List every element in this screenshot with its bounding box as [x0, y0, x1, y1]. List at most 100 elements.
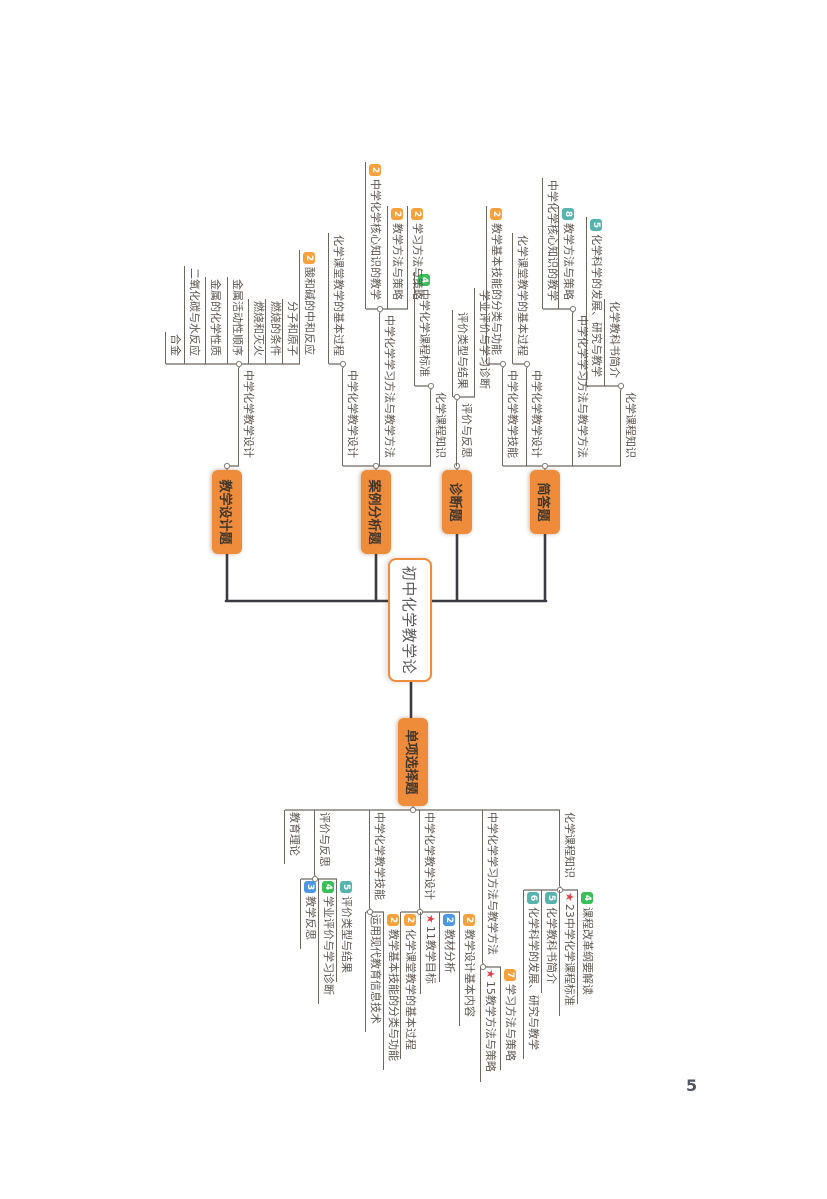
leaf-node-label: 教学基本技能的分类与功能	[387, 929, 400, 1061]
leaf-node[interactable]: 5评价类型与结果	[336, 879, 353, 982]
branch-node-label: 评价与反思	[460, 403, 473, 458]
leaf-node-label: 燃烧的条件	[269, 301, 282, 356]
branch-node[interactable]: 中学化学教学技能	[369, 810, 386, 908]
count-badge: 5	[340, 881, 352, 893]
leaf-node[interactable]: 2 教学方法与策略	[387, 206, 404, 309]
leaf-node-label: 教学方法与策略	[391, 223, 404, 300]
leaf-node[interactable]: ★11教学目标	[420, 912, 437, 994]
leaf-node-label: 学习方法与策略	[411, 223, 424, 300]
leaf-node-label: 化学科学的发展、研究与教学	[590, 234, 603, 377]
leaf-node[interactable]: 7 学习方法与策略	[500, 967, 517, 1070]
leaf-node[interactable]: 燃烧和灭火	[248, 299, 265, 364]
leaf-node[interactable]: 金属的化学性质	[205, 277, 222, 364]
leaf-node[interactable]: 合金	[165, 332, 182, 364]
branch-node[interactable]: 评价与反思	[456, 401, 473, 466]
leaf-node[interactable]: 化学教科书简介	[604, 299, 621, 386]
leaf-node[interactable]: 燃烧的条件	[265, 299, 282, 364]
leaf-node-label: 11教学目标	[424, 925, 437, 984]
leaf-node[interactable]: 5化学教科书简介	[541, 890, 558, 993]
branch-node[interactable]: 中学化学教学设计	[238, 368, 255, 466]
count-badge: 4	[581, 892, 593, 904]
star-icon: ★	[424, 914, 437, 924]
leaf-node-label: 评价类型与结果	[456, 312, 469, 389]
leaf-node[interactable]: 2化学课堂教学的基本过程	[400, 912, 417, 1059]
topic-label: 简答题	[535, 482, 551, 522]
count-badge: 2	[369, 164, 381, 176]
topic-label: 单项选择题	[403, 729, 419, 795]
leaf-node[interactable]: ★23中学化学课程标准	[559, 890, 576, 1016]
topic-node[interactable]: 诊断题	[442, 470, 472, 534]
leaf-node[interactable]: 二氧化碳与水反应	[184, 266, 201, 364]
leaf-node[interactable]: ★15教学方法与策略	[480, 967, 497, 1082]
branch-node[interactable]: 化学课程知识	[559, 810, 576, 886]
branch-node-label: 中学化学教学设计	[242, 370, 255, 458]
leaf-node[interactable]: 中学化学核心知识的教学	[542, 178, 559, 309]
count-badge: 2	[443, 914, 455, 926]
count-badge: 2	[387, 914, 399, 926]
leaf-node[interactable]: 2学习方法与策略	[407, 206, 424, 309]
branch-node[interactable]: 化学课程知识	[620, 390, 637, 466]
leaf-node-label: 教学设计基本内容	[463, 929, 476, 1017]
leaf-node[interactable]: 4学业评价与学习诊断	[318, 879, 335, 1004]
branch-node[interactable]: 中学化学学习方法与教学方法	[482, 810, 499, 963]
branch-node[interactable]: 评价与反思	[314, 810, 331, 875]
leaf-node-label: 化学课堂教学的基本过程	[516, 235, 529, 356]
branch-node-label: 中学化学学习方法与教学方法	[383, 315, 396, 458]
branch-node[interactable]: 中学化学教学设计	[342, 368, 359, 466]
branch-node[interactable]: 中学化学教学设计	[526, 368, 543, 466]
leaf-node-label: 学业评价与学习诊断	[322, 896, 335, 995]
branch-node[interactable]: 中学化学教学技能	[502, 368, 519, 466]
count-badge: 2	[391, 208, 403, 220]
topic-label: 教学设计题	[217, 479, 233, 545]
branch-node-label: 化学课程知识	[434, 392, 447, 458]
leaf-node-label: 教学反思	[304, 896, 317, 940]
count-badge: 5	[590, 219, 602, 231]
branch-node-label: 中学化学教学技能	[373, 812, 386, 900]
leaf-node-label: 二氧化碳与水反应	[188, 268, 201, 356]
count-badge: 3	[304, 881, 316, 893]
central-topic[interactable]: 初中化学教学论	[388, 558, 432, 682]
branch-node[interactable]: 化学课程知识	[430, 390, 447, 466]
branch-node[interactable]: 中学化学学习方法与教学方法	[572, 313, 589, 466]
topic-node[interactable]: 案例分析题	[361, 470, 391, 554]
count-badge: 6	[527, 892, 539, 904]
topic-node[interactable]: 单项选择题	[398, 718, 428, 806]
leaf-node[interactable]: 2酸和碱的中和反应	[299, 250, 316, 364]
leaf-node-label: 化学科学的发展、研究与教学	[527, 907, 540, 1050]
branch-node-label: 化学课程知识	[563, 812, 576, 878]
branch-node[interactable]: 中学化学教学设计	[419, 810, 436, 908]
leaf-node[interactable]: 8教学方法与策略	[558, 206, 575, 309]
leaf-node-label: 学习方法与策略	[504, 984, 517, 1061]
leaf-node[interactable]: 6 化学科学的发展、研究与教学	[523, 890, 540, 1059]
leaf-node[interactable]: 评价类型与结果	[452, 310, 469, 397]
leaf-node[interactable]: 4课程改革纲要解读	[577, 890, 594, 1004]
topic-label: 案例分析题	[366, 479, 382, 545]
leaf-node[interactable]: 2教材分析	[439, 912, 456, 982]
leaf-node[interactable]: 2中学化学核心知识的教学	[365, 162, 382, 309]
leaf-node[interactable]: 化学课堂教学的基本过程	[328, 233, 345, 364]
leaf-node[interactable]: 3 教学反思	[300, 879, 317, 949]
branch-node-label: 中学化学教学设计	[423, 812, 436, 900]
count-badge: 2	[463, 914, 475, 926]
branch-node-label: 中学化学教学设计	[346, 370, 359, 458]
count-badge: 2	[404, 914, 416, 926]
leaf-node[interactable]: 学业评价与学习诊断	[474, 288, 491, 397]
topic-node[interactable]: 教学设计题	[212, 470, 242, 554]
topic-label: 诊断题	[447, 482, 463, 522]
topic-node[interactable]: 简答题	[530, 470, 560, 534]
branch-node[interactable]: 中学化学学习方法与教学方法	[379, 313, 396, 466]
branch-node-label: 评价与反思	[318, 812, 331, 867]
branch-node[interactable]: 教育理论	[284, 810, 301, 864]
leaf-node[interactable]: 运用现代教育信息技术	[365, 912, 382, 1032]
leaf-node-label: 酸和碱的中和反应	[303, 267, 316, 355]
leaf-node-label: 学业评价与学习诊断	[478, 290, 491, 389]
leaf-node[interactable]: 金属活动性顺序	[227, 277, 244, 364]
leaf-node[interactable]: 2 教学设计基本内容	[459, 912, 476, 1026]
leaf-node-label: 15教学方法与策略	[484, 980, 497, 1072]
count-badge: 7	[504, 969, 516, 981]
leaf-node[interactable]: 2 教学基本技能的分类与功能	[383, 912, 400, 1070]
branch-node-label: 教育理论	[288, 812, 301, 856]
leaf-node[interactable]: 分子和原子	[282, 299, 299, 364]
leaf-node[interactable]: 化学课堂教学的基本过程	[512, 233, 529, 364]
